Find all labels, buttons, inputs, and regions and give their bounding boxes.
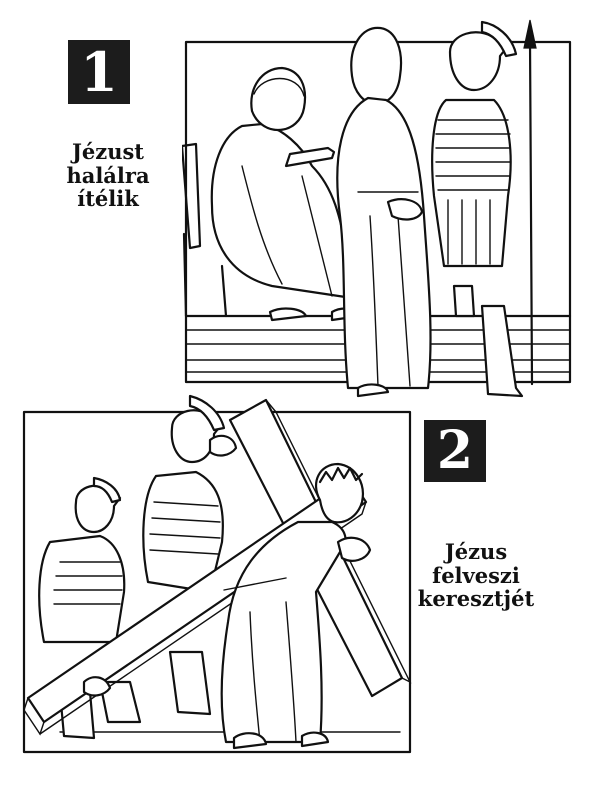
station-2-caption-line-3: keresztjét bbox=[417, 586, 535, 612]
chair bbox=[182, 142, 228, 318]
roman-soldier-figure bbox=[431, 19, 537, 398]
station-1-caption: Jézust halálra ítélik bbox=[34, 140, 182, 211]
station-2-caption: Jézus felveszi keresztjét bbox=[402, 540, 550, 611]
soldier-hand-lower bbox=[82, 676, 112, 697]
station-1-caption-line-1: Jézust bbox=[71, 139, 144, 164]
station-2-number: 2 bbox=[424, 420, 486, 482]
station-1-caption-line-3: ítélik bbox=[77, 186, 139, 212]
spear-tip bbox=[523, 19, 537, 49]
station-2-number-text: 2 bbox=[436, 420, 474, 481]
roman-soldier-left bbox=[38, 476, 142, 740]
roman-soldier-middle bbox=[142, 394, 226, 716]
spear-shaft bbox=[528, 38, 534, 386]
station-1-illustration bbox=[182, 16, 578, 408]
station-2-caption-line-1: Jézus bbox=[444, 539, 508, 564]
station-1-number: 1 bbox=[68, 40, 130, 104]
station-1-caption-line-2: halálra bbox=[66, 162, 150, 188]
soldier-hand bbox=[208, 434, 238, 457]
station-2-caption-line-2: felveszi bbox=[432, 562, 520, 588]
station-1-number-text: 1 bbox=[80, 40, 118, 104]
station-2-illustration bbox=[20, 392, 420, 758]
jesus-carrying-cross bbox=[220, 462, 372, 750]
standing-jesus-figure bbox=[336, 26, 432, 398]
